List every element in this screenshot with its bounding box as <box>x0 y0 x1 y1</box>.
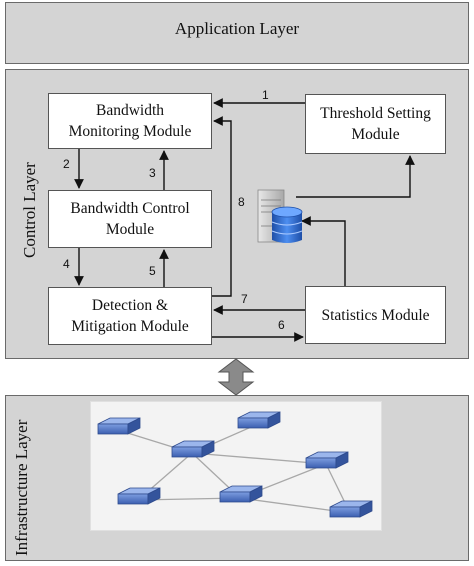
arrow-8 <box>212 116 232 297</box>
detection-mitigation-label: Detection & Mitigation Module <box>71 297 189 335</box>
network-switch-icon <box>117 487 161 505</box>
application-layer: Application Layer <box>5 2 469 64</box>
arrow-label-5: 5 <box>149 264 156 278</box>
bidirectional-arrow-icon <box>217 358 255 396</box>
bandwidth-control-label: Bandwidth Control Module <box>70 200 190 238</box>
bandwidth-monitoring-label: Bandwidth Monitoring Module <box>68 102 192 140</box>
arrow-label-7: 7 <box>241 292 248 306</box>
network-switch-icon <box>329 500 373 518</box>
database-server-icon <box>257 189 303 243</box>
arrow-label-8: 8 <box>238 195 245 209</box>
arrow-label-3: 3 <box>149 166 156 180</box>
bandwidth-control-module: Bandwidth Control Module <box>48 190 212 248</box>
application-layer-label: Application Layer <box>174 19 300 38</box>
statistics-label: Statistics Module <box>321 306 430 324</box>
detection-mitigation-module: Detection & Mitigation Module <box>48 287 212 345</box>
arrow-label-4: 4 <box>63 257 70 271</box>
network-switch-icon <box>219 485 263 503</box>
network-switch-icon <box>237 411 281 429</box>
arrow-db-to-threshold <box>296 155 415 198</box>
network-switch-icon <box>97 417 141 435</box>
network-switch-icon <box>305 451 349 469</box>
threshold-setting-module: Threshold Setting Module <box>305 94 446 154</box>
threshold-setting-label: Threshold Setting Module <box>320 105 431 143</box>
bandwidth-monitoring-module: Bandwidth Monitoring Module <box>48 93 212 149</box>
network-switch-icon <box>171 440 215 458</box>
arrow-label-6: 6 <box>278 318 285 332</box>
arrow-label-1: 1 <box>262 88 269 102</box>
statistics-module: Statistics Module <box>305 286 446 344</box>
arrow-stats-to-db <box>301 216 346 286</box>
arrow-label-2: 2 <box>63 157 70 171</box>
